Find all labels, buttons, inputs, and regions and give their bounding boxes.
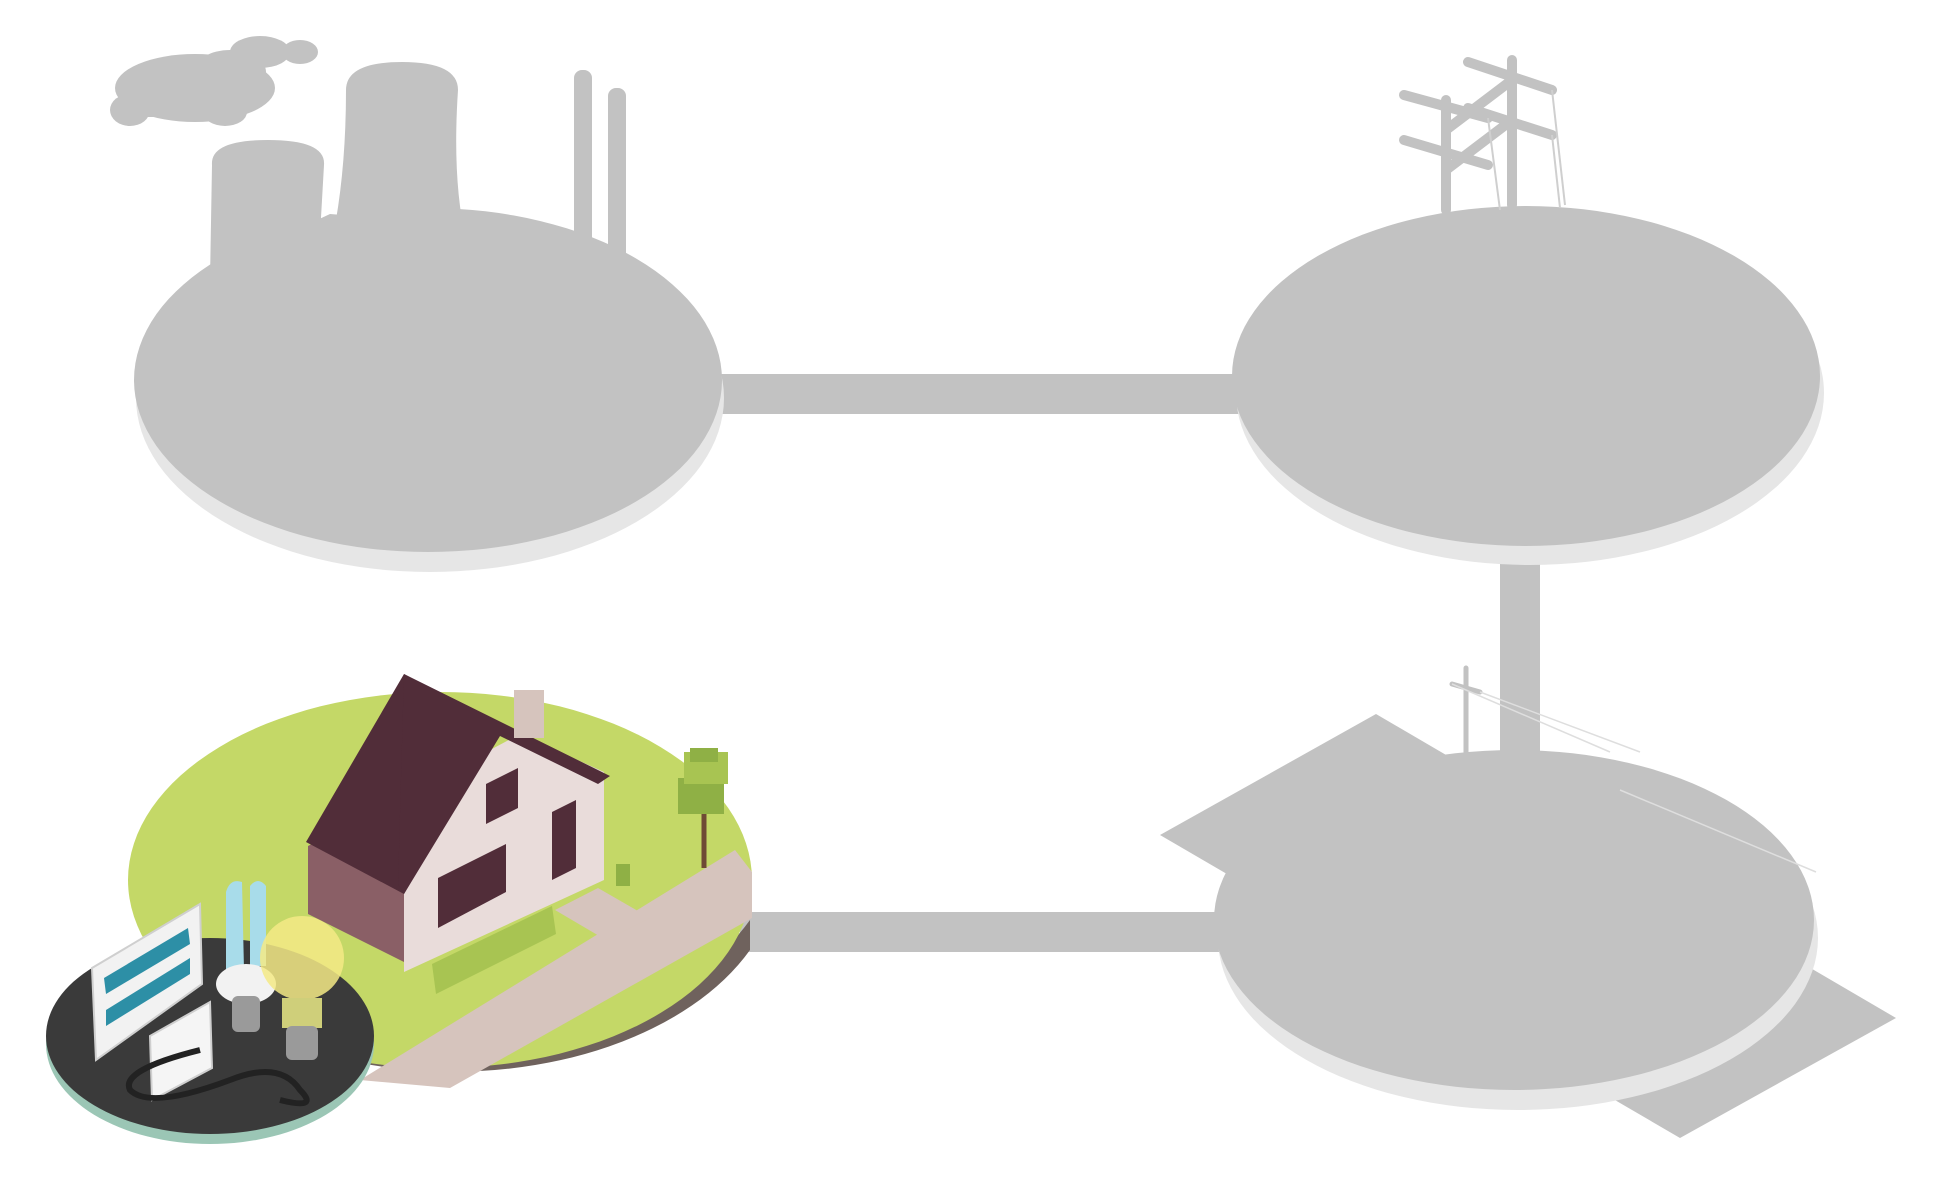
cable-icon <box>125 1047 310 1107</box>
window-upper <box>486 768 518 824</box>
platform-disc <box>1232 206 1820 546</box>
node-transmission-tower[interactable] <box>1232 55 1824 565</box>
connector-plant-to-tower <box>700 374 1260 414</box>
node-home-consumer[interactable] <box>46 674 752 1144</box>
house-roof-front <box>398 674 610 894</box>
utility-pole-icon <box>1449 665 1483 755</box>
cfl-bulb-icon <box>216 881 276 1032</box>
power-outlet-icon <box>148 1000 214 1102</box>
power-plant-icon <box>110 36 640 300</box>
connector-substation-to-home <box>740 912 1260 952</box>
hedge-block <box>616 864 630 886</box>
house-icon <box>306 674 610 972</box>
distribution-wires <box>1451 683 1817 873</box>
incandescent-bulb-icon <box>260 916 344 1060</box>
platform-disc <box>1214 750 1814 1090</box>
electric-panel-icon <box>90 902 204 1062</box>
door <box>552 800 576 880</box>
node-power-plant[interactable] <box>110 36 724 572</box>
chimney <box>514 690 544 738</box>
transmission-tower-icon <box>1399 55 1557 215</box>
node-distribution-substation[interactable] <box>1160 665 1896 1138</box>
transmission-wires <box>1487 89 1566 211</box>
tree-icon <box>678 748 728 868</box>
window-lower <box>438 844 506 928</box>
hedge <box>432 906 556 994</box>
garden-path <box>555 888 650 940</box>
sidewalk <box>360 850 752 1088</box>
